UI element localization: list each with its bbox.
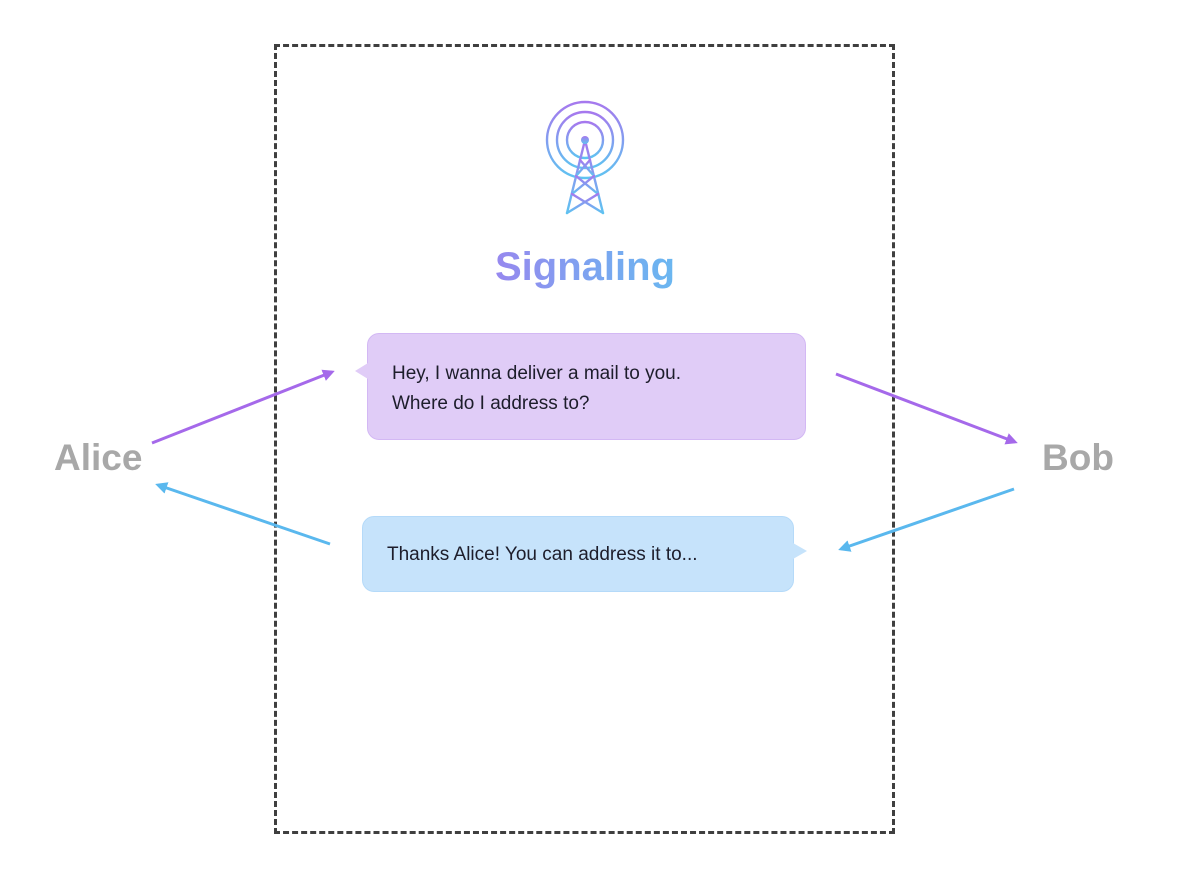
peer-alice-label: Alice	[54, 437, 143, 478]
reply-message-bubble: Thanks Alice! You can address it to...	[362, 516, 807, 592]
reply-message-line-1: Thanks Alice! You can address it to...	[387, 544, 698, 565]
signal-tower-icon	[545, 100, 625, 215]
diagram-title: Signaling	[440, 242, 730, 292]
request-message-bubble: Hey, I wanna deliver a mail to you. Wher…	[355, 333, 806, 440]
request-message-line-2: Where do I address to?	[392, 393, 590, 414]
request-message-line-1: Hey, I wanna deliver a mail to you.	[392, 363, 682, 384]
peer-bob-label: Bob	[1042, 437, 1114, 478]
